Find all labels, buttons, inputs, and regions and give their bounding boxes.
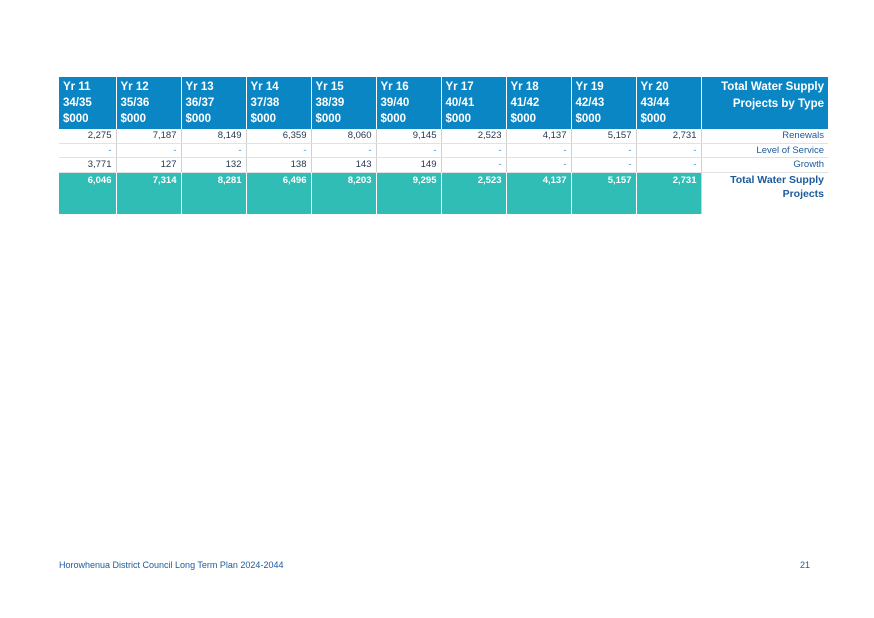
column-header-year: Yr 16 xyxy=(380,81,409,93)
table-cell: 3,771 xyxy=(59,157,116,173)
total-cell: 4,137 xyxy=(505,172,571,214)
table-cell: 5,157 xyxy=(570,129,636,144)
table-cell: - xyxy=(505,143,571,158)
column-header-unit: $000 xyxy=(510,113,537,125)
column-header-unit: $000 xyxy=(63,113,89,125)
total-cell: 2,731 xyxy=(635,172,701,214)
total-cell: 6,496 xyxy=(245,172,311,214)
column-header-year: Yr 19 xyxy=(575,81,604,93)
table-cell: 2,523 xyxy=(440,129,506,144)
column-header-period: 38/39 xyxy=(315,97,345,109)
column-header-period: 35/36 xyxy=(120,97,150,109)
column-header-period: 40/41 xyxy=(445,97,475,109)
column-header-period: 43/44 xyxy=(640,97,670,109)
footer-document-title: Horowhenua District Council Long Term Pl… xyxy=(59,560,284,570)
table-cell: 6,359 xyxy=(245,129,311,144)
column-header-year: Yr 14 xyxy=(250,81,279,93)
column-header-12: Yr 12 35/36 $000 xyxy=(115,77,181,129)
column-header-unit: $000 xyxy=(640,113,667,125)
project-type-label: Renewals xyxy=(700,129,828,144)
total-cell: 6,046 xyxy=(59,172,116,214)
column-header-15: Yr 15 38/39 $000 xyxy=(310,77,376,129)
water-supply-projects-table: Yr 11 34/35 $000 Yr 12 35/36 $000 Yr 13 36/37 $0… xyxy=(59,77,828,214)
table-cell: - xyxy=(245,143,311,158)
table-cell: 143 xyxy=(310,157,376,173)
table-cell: - xyxy=(635,143,701,158)
column-header-year: Yr 13 xyxy=(185,81,214,93)
table-cell: 8,149 xyxy=(180,129,246,144)
column-header-unit: $000 xyxy=(185,113,212,125)
column-header-17: Yr 17 40/41 $000 xyxy=(440,77,506,129)
table-cell: - xyxy=(59,143,116,158)
total-cell: 8,203 xyxy=(310,172,376,214)
column-header-period: 41/42 xyxy=(510,97,540,109)
table-cell: 132 xyxy=(180,157,246,173)
column-header-period: 37/38 xyxy=(250,97,280,109)
column-header-year: Yr 12 xyxy=(120,81,149,93)
table-cell: - xyxy=(440,157,506,173)
column-header-13: Yr 13 36/37 $000 xyxy=(180,77,246,129)
column-header-period: 34/35 xyxy=(63,97,92,109)
column-header-11: Yr 11 34/35 $000 xyxy=(59,77,116,129)
total-cell: 7,314 xyxy=(115,172,181,214)
column-header-unit: $000 xyxy=(575,113,602,125)
column-header-18: Yr 18 41/42 $000 xyxy=(505,77,571,129)
table-cell: - xyxy=(440,143,506,158)
column-header-unit: $000 xyxy=(120,113,147,125)
total-label-line: Total Water Supply xyxy=(730,173,824,186)
column-header-unit: $000 xyxy=(445,113,472,125)
table-cell: - xyxy=(375,143,441,158)
table-cell: - xyxy=(505,157,571,173)
project-type-header-line2: Projects by Type xyxy=(732,98,824,110)
column-header-year: Yr 18 xyxy=(510,81,539,93)
table-header-row: Yr 11 34/35 $000 Yr 12 35/36 $000 Yr 13 36/37 $0… xyxy=(59,77,828,129)
column-header-19: Yr 19 42/43 $000 xyxy=(570,77,636,129)
table-row: ----------Level of Service xyxy=(59,143,828,158)
column-header-period: 36/37 xyxy=(185,97,215,109)
column-header-year: Yr 15 xyxy=(315,81,344,93)
table-cell: 9,145 xyxy=(375,129,441,144)
table-cell: - xyxy=(570,143,636,158)
table-cell: 127 xyxy=(115,157,181,173)
table-cell: 149 xyxy=(375,157,441,173)
table-cell: 7,187 xyxy=(115,129,181,144)
total-label-line: Projects xyxy=(782,187,824,200)
column-header-period: 42/43 xyxy=(575,97,605,109)
total-cell: 2,523 xyxy=(440,172,506,214)
table-cell: 2,275 xyxy=(59,129,116,144)
project-type-label: Growth xyxy=(700,157,828,173)
column-header-16: Yr 16 39/40 $000 xyxy=(375,77,441,129)
project-type-header-line1: Total Water Supply xyxy=(721,81,824,93)
table-cell: - xyxy=(180,143,246,158)
column-header-year: Yr 11 xyxy=(63,81,91,93)
footer-page-number: 21 xyxy=(800,560,811,570)
table-cell: - xyxy=(635,157,701,173)
column-header-unit: $000 xyxy=(315,113,342,125)
column-header-14: Yr 14 37/38 $000 xyxy=(245,77,311,129)
column-header-unit: $000 xyxy=(380,113,407,125)
table-cell: 4,137 xyxy=(505,129,571,144)
table-cell: - xyxy=(310,143,376,158)
column-header-year: Yr 20 xyxy=(640,81,669,93)
total-cell: 5,157 xyxy=(570,172,636,214)
column-header-period: 39/40 xyxy=(380,97,410,109)
column-header-unit: $000 xyxy=(250,113,277,125)
table-cell: 2,731 xyxy=(635,129,701,144)
project-type-label: Level of Service xyxy=(700,143,828,158)
table-cell: 8,060 xyxy=(310,129,376,144)
table-cell: 138 xyxy=(245,157,311,173)
total-cell: 8,281 xyxy=(180,172,246,214)
column-header-20: Yr 20 43/44 $000 xyxy=(635,77,701,129)
total-cell: 9,295 xyxy=(375,172,441,214)
table-cell: - xyxy=(115,143,181,158)
column-header-year: Yr 17 xyxy=(445,81,474,93)
table-cell: - xyxy=(570,157,636,173)
